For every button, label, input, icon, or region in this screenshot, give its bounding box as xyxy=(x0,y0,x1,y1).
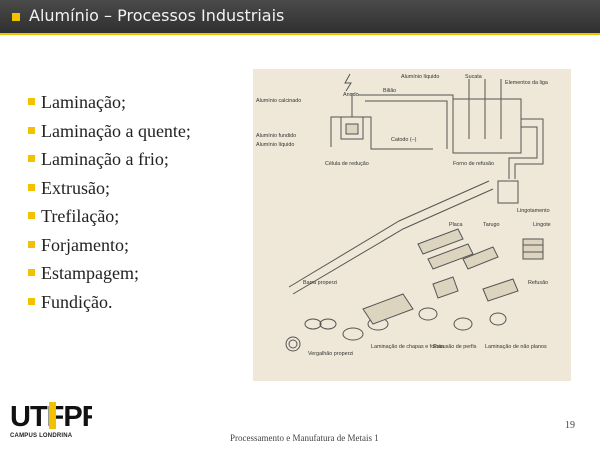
ingot-stack xyxy=(522,238,544,260)
footer-course-title: Processamento e Manufatura de Metais 1 xyxy=(230,433,379,443)
utfpr-logo: UTFPR CAMPUS LONDRINA xyxy=(10,400,92,440)
title-bar: Alumínio – Processos Industriais xyxy=(0,0,600,35)
bullet-text: Fundição. xyxy=(41,291,113,312)
slide-title: Alumínio – Processos Industriais xyxy=(29,6,285,25)
bullet-item: Laminação a quente; xyxy=(28,121,191,150)
label-aluminio-liquido-2: Alumínio líquido xyxy=(256,142,294,148)
label-barra-properzi: Barra properzi xyxy=(303,280,337,286)
bullet-item: Forjamento; xyxy=(28,235,191,264)
label-laminacao-chapas: Laminação de chapas e folhas xyxy=(371,344,444,350)
label-lingote: Lingote xyxy=(533,222,551,228)
page-number: 19 xyxy=(565,420,575,431)
anode-block xyxy=(345,123,359,135)
label-laminacao-nao-planos: Laminação de não planos xyxy=(485,344,547,350)
bullet-item: Estampagem; xyxy=(28,263,191,292)
furnace-shape xyxy=(452,98,522,154)
lightning-icon xyxy=(344,73,352,92)
label-lingotamento: Lingotamento xyxy=(517,208,550,214)
label-placa: Placa xyxy=(449,222,463,228)
bullet-item: Extrusão; xyxy=(28,178,191,207)
bullet-marker xyxy=(28,126,35,134)
bullet-text: Forjamento; xyxy=(41,234,129,255)
bullet-text: Extrusão; xyxy=(41,177,110,198)
utfpr-logo-mark: UTFPR xyxy=(10,401,92,432)
label-elementos-liga: Elementos da liga xyxy=(505,80,548,86)
label-aluminio-calcinado: Alumínio calcinado xyxy=(256,98,301,104)
logo-campus-text: CAMPUS LONDRINA xyxy=(10,433,73,439)
label-aluminio-liquido: Alumínio líquido xyxy=(401,74,439,80)
bullet-text: Estampagem; xyxy=(41,263,139,283)
bullet-marker xyxy=(28,212,35,219)
bullet-list: Laminação; Laminação a quente; Laminação… xyxy=(28,92,191,320)
roller xyxy=(304,318,322,330)
label-forno-refusao: Forno de refusão xyxy=(453,161,494,167)
bullet-marker xyxy=(28,98,35,105)
label-celula-reducao: Célula de redução xyxy=(325,161,369,167)
bullet-item: Trefilação; xyxy=(28,206,191,235)
bullet-marker xyxy=(28,240,35,248)
label-anodo: Anodo xyxy=(343,92,359,98)
process-diagram-svg: Alumínio líquido Sucata Elementos da lig… xyxy=(256,73,551,357)
label-sucata: Sucata xyxy=(465,74,482,80)
bullet-text: Laminação a frio; xyxy=(41,149,169,169)
label-bilhao: Bilião xyxy=(383,88,396,94)
label-tarugo: Tarugo xyxy=(483,222,499,228)
label-catodo: Catodo (–) xyxy=(391,137,417,143)
label-aluminio-fundido: Alumínio fundido xyxy=(256,133,296,139)
bullet-marker xyxy=(28,183,35,191)
aluminum-process-diagram: Alumínio líquido Sucata Elementos da lig… xyxy=(253,69,571,381)
bullet-marker xyxy=(28,155,35,162)
casting-box xyxy=(497,180,519,204)
label-refusao: Refusão xyxy=(528,280,548,286)
label-vergalhao-properzi: Vergalhão properzi xyxy=(308,351,353,357)
bullet-text: Trefilação; xyxy=(41,206,120,226)
coil xyxy=(285,336,301,352)
bullet-item: Laminação a frio; xyxy=(28,149,191,178)
bullet-text: Laminação; xyxy=(41,92,126,112)
label-extrusao-perfis: Extrusão de perfis xyxy=(433,344,477,350)
bullet-item: Laminação; xyxy=(28,92,191,121)
bullet-marker xyxy=(28,269,35,276)
bullet-item: Fundição. xyxy=(28,292,191,321)
title-bullet xyxy=(12,13,20,21)
logo-accent-bar xyxy=(49,402,56,429)
bullet-marker xyxy=(28,297,35,305)
bullet-text: Laminação a quente; xyxy=(41,120,191,141)
